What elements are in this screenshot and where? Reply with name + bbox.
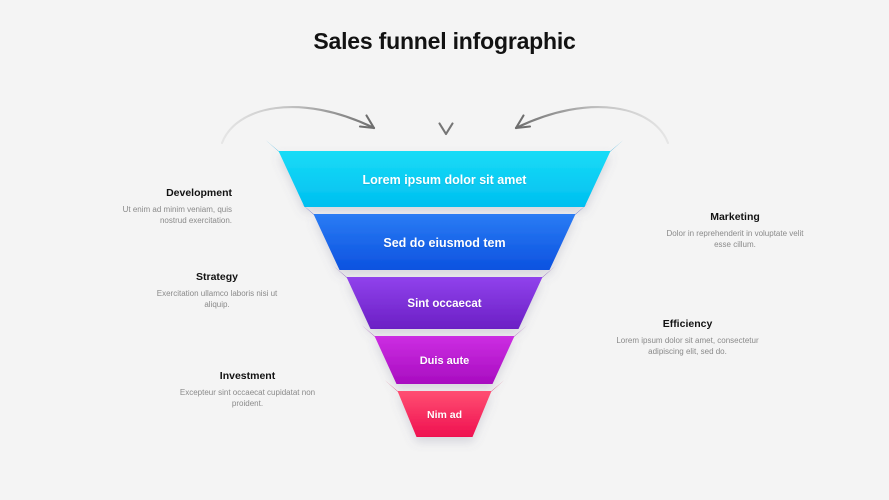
funnel-band-2[interactable] xyxy=(300,203,589,270)
band-fold-left xyxy=(300,203,321,221)
band-fold-right xyxy=(507,325,528,343)
band-fold-left xyxy=(361,325,382,343)
band-fold-left xyxy=(333,266,354,284)
label-description: Exercitation ullamco laboris nisi ut ali… xyxy=(156,288,278,310)
band-fold-left xyxy=(384,380,405,398)
label-title: Strategy xyxy=(195,271,238,283)
label-description: Dolor in reprehenderit in voluptate veli… xyxy=(666,228,804,250)
label-description: Lorem ipsum dolor sit amet, consectetur … xyxy=(616,335,759,357)
band-body xyxy=(313,214,576,270)
label-title: Development xyxy=(166,187,232,199)
funnel-band-3[interactable] xyxy=(333,266,556,329)
funnel-band-4[interactable] xyxy=(361,325,528,384)
funnel-label-development[interactable]: Development Ut enim ad minim veniam, quis… xyxy=(97,187,232,227)
band-body xyxy=(346,277,543,329)
funnel-band-1[interactable] xyxy=(265,140,624,207)
band-fold-right xyxy=(484,380,505,398)
band-body xyxy=(278,151,611,207)
funnel-band-5[interactable] xyxy=(384,380,505,437)
page-title: Sales funnel infographic xyxy=(313,28,576,54)
label-description: Ut enim ad minim veniam, quis nostrud ex… xyxy=(122,204,232,226)
label-title: Efficiency xyxy=(662,318,713,330)
band-body xyxy=(397,391,492,437)
band-body xyxy=(374,336,515,384)
label-title: Investment xyxy=(219,370,276,382)
label-description: Excepteur sint occaecat cupidatat non pr… xyxy=(179,387,316,409)
label-title: Marketing xyxy=(710,211,760,223)
band-fold-left xyxy=(265,140,286,158)
